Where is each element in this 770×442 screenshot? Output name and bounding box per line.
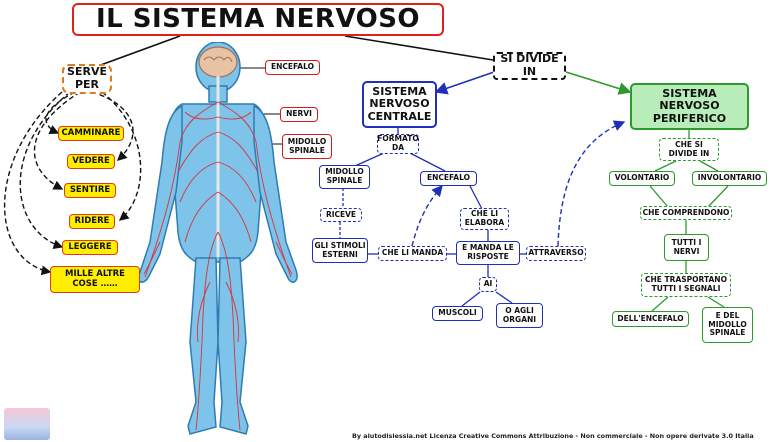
serve-per-item: VEDERE: [67, 154, 115, 169]
human-body-figure: [137, 42, 298, 435]
nerves-network: [143, 101, 293, 431]
trasportano-box: CHE TRASPORTANO TUTTI I SEGNALI: [641, 273, 731, 297]
sistema-centrale-box: SISTEMA NERVOSO CENTRALE: [362, 81, 437, 128]
tutti-nervi-box: TUTTI I NERVI: [664, 234, 709, 261]
serve-per-item: RIDERE: [69, 214, 115, 229]
serve-per-item: SENTIRE: [64, 183, 116, 198]
si-divide-box: SI DIVIDE IN: [493, 52, 566, 80]
encefalo-box: ENCEFALO: [420, 171, 477, 186]
che-si-divide-box: CHE SI DIVIDE IN: [659, 138, 719, 161]
site-logo: [4, 408, 50, 440]
volontario-box: VOLONTARIO: [609, 171, 675, 186]
body-label-encefalo: ENCEFALO: [265, 60, 320, 75]
attraverso-box: ATTRAVERSO: [526, 246, 586, 261]
serve-per-box: SERVE PER: [62, 64, 112, 94]
brain-icon: [198, 46, 238, 78]
dell-encefalo-box: DELL'ENCEFALO: [612, 311, 689, 327]
che-li-manda-box: CHE LI MANDA: [378, 246, 447, 261]
che-comprendono-box: CHE COMPRENDONO: [640, 206, 732, 220]
midollo-spinale-box: MIDOLLO SPINALE: [319, 165, 370, 189]
involontario-box: INVOLONTARIO: [692, 171, 767, 186]
che-li-elabora-box: CHE LI ELABORA: [460, 208, 509, 230]
stimoli-esterni-box: GLI STIMOLI ESTERNI: [312, 238, 368, 263]
riceve-box: RICEVE: [320, 208, 362, 222]
muscoli-box: MUSCOLI: [432, 306, 483, 321]
serve-per-item: LEGGERE: [62, 240, 118, 255]
serve-per-item: CAMMINARE: [58, 126, 124, 141]
body-label-midollo: MIDOLLO SPINALE: [282, 134, 332, 159]
sistema-periferico-box: SISTEMA NERVOSO PERIFERICO: [630, 83, 749, 130]
midollo-spinale-periferico-box: E DEL MIDOLLO SPINALE: [702, 307, 753, 343]
body-label-nervi: NERVI: [280, 107, 318, 122]
ai-box: AI: [479, 277, 497, 292]
manda-risposte-box: E MANDA LE RISPOSTE: [456, 241, 520, 265]
page-title: IL SISTEMA NERVOSO: [72, 3, 444, 36]
organi-box: O AGLI ORGANI: [496, 303, 543, 328]
serve-per-item: MILLE ALTRE COSE ……: [50, 266, 140, 293]
credit-text: By aiutodislessia.net Licenza Creative C…: [352, 432, 754, 440]
formato-da-box: FORMATO DA: [377, 134, 419, 154]
